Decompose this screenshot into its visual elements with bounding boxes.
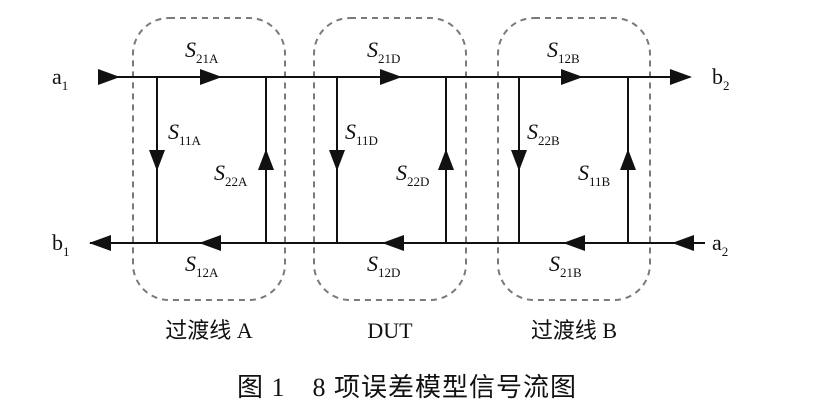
- arrow-s12d: [382, 235, 404, 251]
- block-b-name: 过渡线 B: [531, 318, 617, 343]
- block-b-dashed-box: [497, 17, 651, 301]
- arrow-s12b: [561, 69, 583, 85]
- s12a-label: S12A: [185, 251, 219, 280]
- port-a1-label: a1: [52, 64, 68, 93]
- block-a-dashed-box: [132, 17, 286, 301]
- arrow-s11a: [149, 150, 165, 171]
- arrow-a1-in: [98, 69, 120, 85]
- s21b-label: S21B: [549, 251, 582, 280]
- arrow-s12a: [199, 235, 221, 251]
- s22d-label: S22D: [396, 160, 429, 189]
- arrow-s21a: [200, 69, 222, 85]
- port-b2-label: b2: [712, 64, 730, 93]
- block-dut-dashed-box: [313, 17, 467, 301]
- s22b-label: S22B: [527, 119, 560, 148]
- block-dut-name: DUT: [367, 318, 413, 343]
- arrow-s22d: [438, 149, 454, 170]
- s12b-label: S12B: [547, 37, 580, 66]
- s11b-label: S11B: [578, 160, 611, 189]
- s11a-label: S11A: [168, 119, 202, 148]
- arrow-b2-out: [670, 69, 692, 85]
- arrow-s11d: [329, 150, 345, 171]
- arrow-s21b: [563, 235, 585, 251]
- s11d-label: S11D: [345, 119, 378, 148]
- s12d-label: S12D: [367, 251, 400, 280]
- s21d-label: S21D: [367, 37, 400, 66]
- arrow-s22b: [511, 150, 527, 171]
- s22a-label: S22A: [214, 160, 248, 189]
- port-a2-label: a2: [712, 230, 728, 259]
- block-a-name: 过渡线 A: [165, 318, 253, 343]
- s21a-label: S21A: [185, 37, 219, 66]
- figure-caption: 图 1 8 项误差模型信号流图: [237, 373, 577, 402]
- port-b1-label: b1: [52, 230, 70, 259]
- arrow-s11b: [620, 149, 636, 170]
- arrow-s21d: [380, 69, 402, 85]
- arrow-b1-out: [89, 235, 111, 251]
- arrow-s22a: [258, 149, 274, 170]
- arrow-a2-in: [672, 235, 694, 251]
